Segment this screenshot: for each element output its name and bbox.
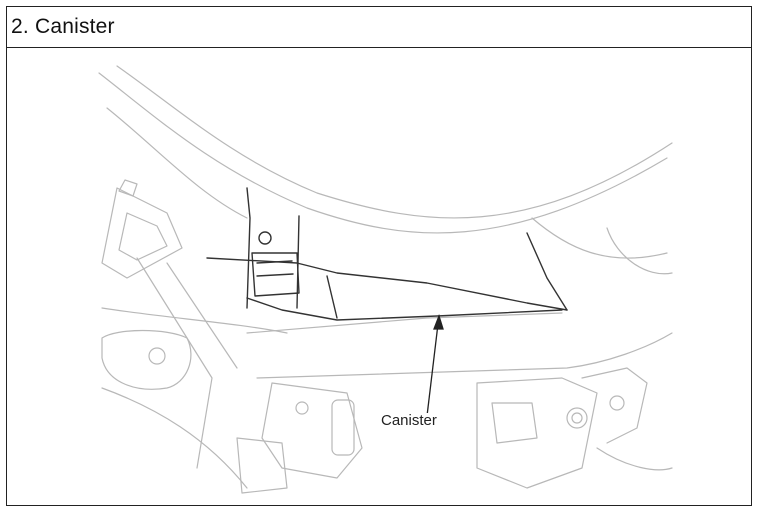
left-edge-curve — [101, 307, 288, 334]
crossmember-bottom — [256, 332, 673, 379]
lower-mount-hole — [295, 401, 309, 415]
canister-seam — [326, 275, 338, 319]
right-panel-edge — [531, 217, 668, 259]
right-bracket-bolt-inner — [571, 412, 583, 424]
diagonal-strut-2 — [166, 262, 238, 369]
lower-mount-body — [261, 382, 363, 479]
canister-fitting-ring — [256, 260, 294, 277]
canister-nozzle — [258, 231, 272, 245]
lower-mount-flange — [236, 437, 288, 494]
right-arm-hole — [609, 395, 625, 411]
right-arm — [581, 367, 648, 444]
procedure-panel: 2. Canister — [6, 6, 752, 506]
left-lower-sweep — [101, 387, 248, 489]
right-lower-sweep — [596, 447, 673, 471]
line-drawing — [98, 65, 673, 494]
callout-arrowhead — [433, 314, 444, 330]
section-header: 2. Canister — [7, 7, 751, 48]
body-panel-curve-1 — [98, 72, 668, 234]
canister-callout-label: Canister — [380, 412, 438, 429]
right-panel-lower — [606, 227, 673, 275]
right-bracket-slot — [491, 402, 538, 444]
diagonal-strut-1 — [136, 257, 213, 469]
left-bracket-outline — [101, 187, 183, 279]
body-panel-curve-3 — [106, 107, 248, 219]
left-mount-hole — [148, 347, 166, 365]
right-bracket-bolt — [566, 407, 588, 429]
right-bracket-outline — [476, 377, 598, 489]
canister-end-cap — [246, 187, 251, 309]
upper-bolt — [118, 179, 138, 197]
body-panel-curve-2 — [116, 65, 673, 219]
left-bracket-inner — [118, 212, 168, 261]
canister-bottom-edge — [246, 297, 563, 321]
left-lower-mount — [101, 329, 192, 390]
lower-mount-bolt — [331, 399, 355, 456]
section-title: 2. Canister — [11, 15, 115, 38]
canister-right-end — [526, 232, 568, 311]
callout-leader — [426, 323, 439, 417]
canister-illustration: Canister — [7, 48, 751, 505]
canister-fitting — [251, 252, 300, 297]
crossmember-top — [246, 312, 563, 334]
